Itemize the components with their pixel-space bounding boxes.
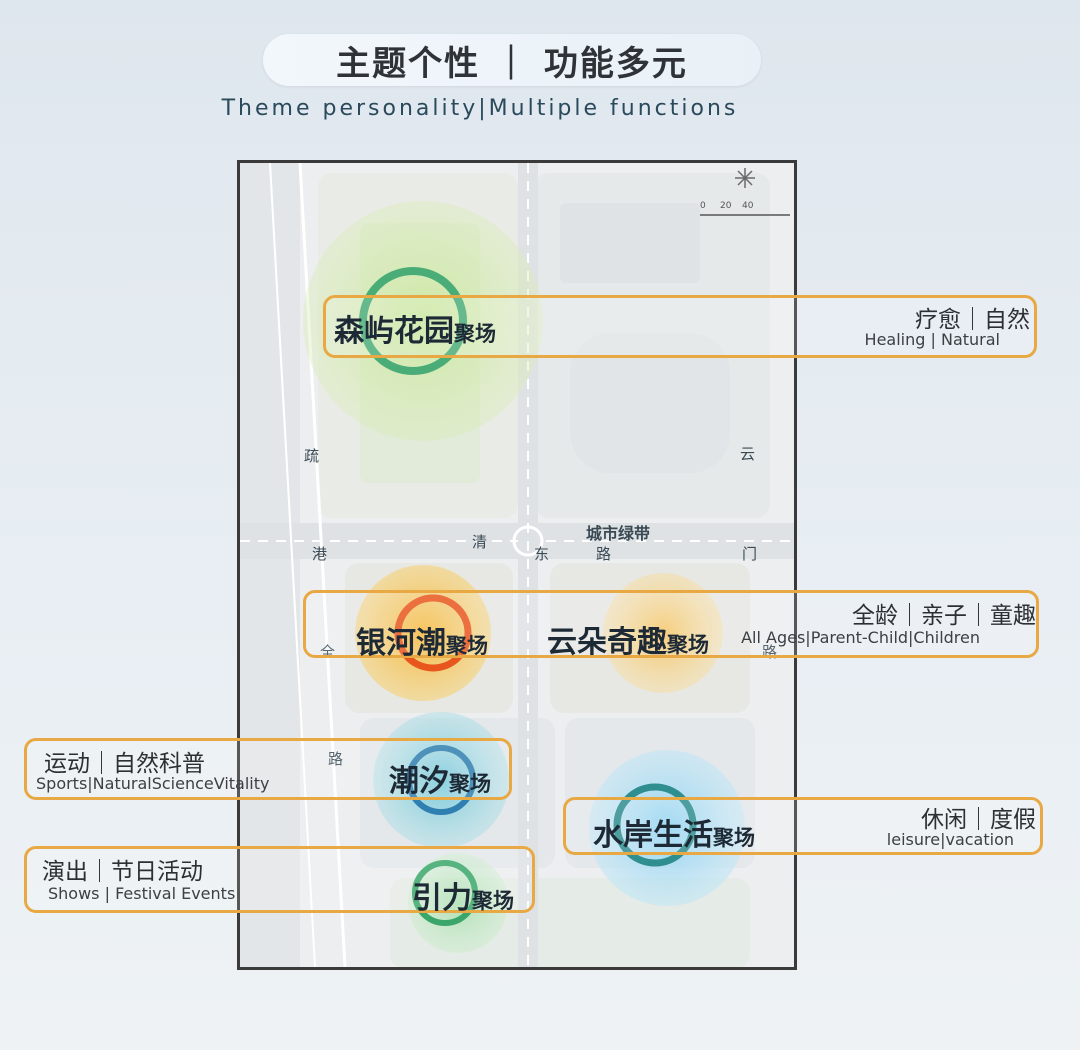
zone-suffix: 聚场 [713, 826, 755, 850]
zone-suffix: 聚场 [446, 634, 488, 658]
zone-tag-en-waterfront: leisure|vacation [886, 830, 1014, 849]
road-char: 疏 [304, 447, 320, 465]
zone-label-tide: 潮汐聚场 [389, 756, 491, 800]
road-char: 港 [312, 545, 328, 563]
zone-tag-en-gravity: Shows | Festival Events [48, 884, 236, 903]
page-title: 主题个性 ｜ 功能多元 [263, 34, 761, 86]
zone-name: 水岸生活 [593, 818, 713, 853]
zone-tag-cn-tide: 运动｜自然科普 [44, 751, 205, 777]
zone-tag-cn-waterfront: 休闲｜度假 [921, 807, 1036, 833]
zone-name: 潮汐 [389, 764, 449, 799]
zone-band-waterfront [563, 797, 1043, 855]
zone-tag-cn-forest: 疗愈｜自然 [915, 307, 1030, 333]
zone-label-forest: 森屿花园聚场 [334, 306, 496, 350]
scale-label-0: 0 [700, 201, 706, 211]
road-char: 东 [534, 545, 550, 563]
zone-band-galaxy-cloud [303, 590, 1039, 658]
road-char: 云 [740, 445, 756, 463]
zone-tag-en-forest: Healing | Natural [864, 330, 1000, 349]
zone-band-gravity [24, 846, 535, 913]
zone-name: 引力 [412, 881, 472, 916]
zone-band-forest [323, 295, 1037, 358]
scale-label-20: 20 [720, 201, 732, 211]
zone-suffix: 聚场 [472, 889, 514, 913]
road-char: 路 [328, 750, 344, 768]
zone-suffix: 聚场 [454, 322, 496, 346]
road-char: 路 [596, 545, 612, 563]
zone-tag-cn-gravity: 演出｜节日活动 [42, 859, 203, 885]
page-subtitle: Theme personality|Multiple functions [221, 96, 739, 121]
zone-name: 银河潮 [356, 626, 446, 661]
zone-name: 云朵奇趣 [547, 625, 667, 660]
zone-tag-cn-galaxy: 全龄｜亲子｜童趣 [852, 603, 1036, 629]
zone-suffix: 聚场 [449, 772, 491, 796]
road-char: 清 [472, 533, 488, 551]
zone-suffix: 聚场 [667, 633, 709, 657]
zone-label-cloud: 云朵奇趣聚场 [547, 617, 709, 661]
zone-tag-en-galaxy: All Ages|Parent-Child|Children [741, 628, 980, 647]
zone-name: 森屿花园 [334, 314, 454, 349]
zone-label-gravity: 引力聚场 [412, 873, 514, 917]
zone-label-waterfront: 水岸生活聚场 [593, 810, 755, 854]
zone-band-tide [24, 738, 512, 800]
road-char: 门 [742, 545, 758, 563]
zone-label-galaxy: 银河潮聚场 [356, 618, 488, 662]
scale-label-40: 40 [742, 201, 754, 211]
zone-tag-en-tide: Sports|NaturalScienceVitality [36, 774, 270, 793]
greenbelt-label: 城市绿带 [586, 524, 651, 543]
